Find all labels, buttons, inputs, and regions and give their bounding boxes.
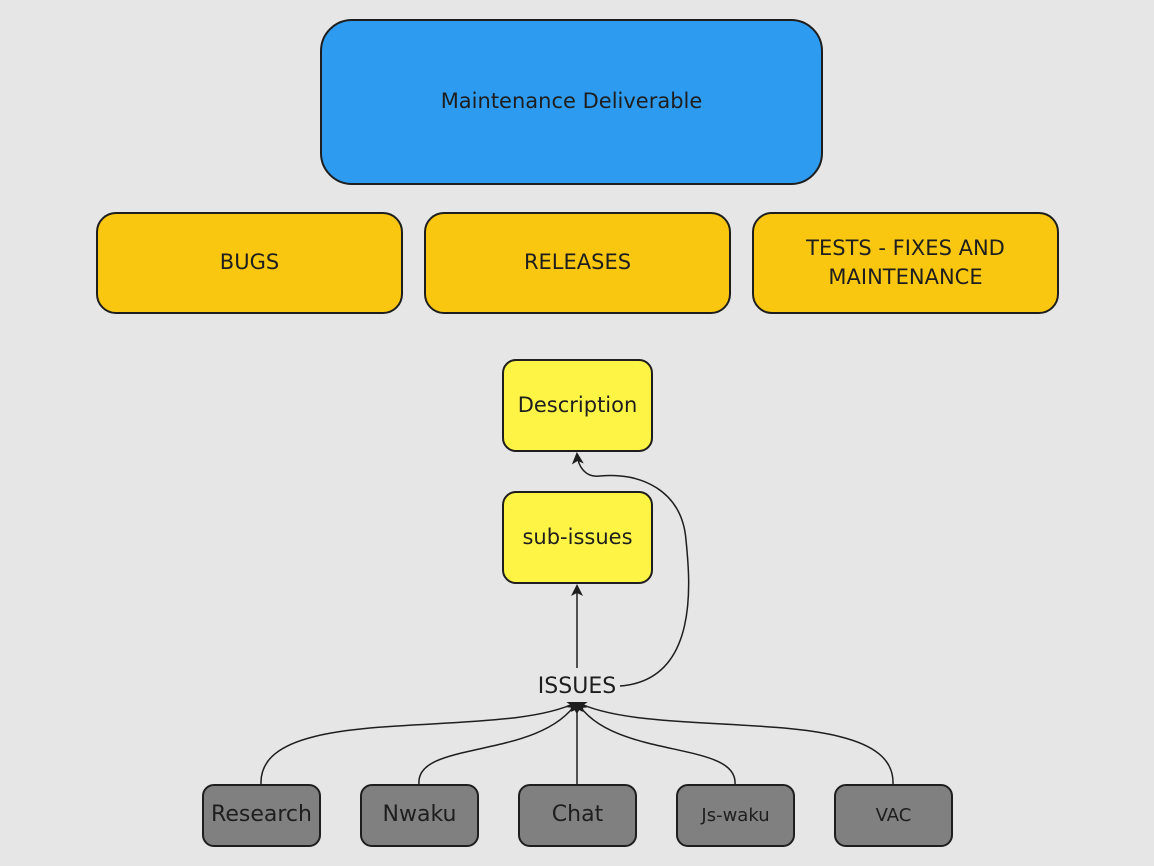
issues-label[interactable]: ISSUES [534,670,620,702]
source-vac-node[interactable]: VAC [834,784,953,847]
source-vac-label: VAC [875,804,912,826]
bugs-label: BUGS [219,250,280,275]
bugs-node[interactable]: BUGS [96,212,403,314]
source-nwaku-label: Nwaku [382,802,457,828]
source-chat-label: Chat [551,802,604,828]
releases-node[interactable]: RELEASES [424,212,731,314]
releases-label: RELEASES [523,250,632,275]
source-research-label: Research [211,802,312,828]
arrow-research-to-issues [260,701,579,785]
source-research-node[interactable]: Research [202,784,321,847]
source-js-waku-label: Js-waku [701,804,770,826]
sub-issues-label: sub-issues [522,524,633,549]
description-node[interactable]: Description [502,359,653,452]
source-chat-node[interactable]: Chat [518,784,637,847]
tests-fixes-maintenance-node[interactable]: TESTS - FIXES AND MAINTENANCE [752,212,1059,314]
arrow-vac-to-issues [575,701,894,785]
arrow-issues-to-description [571,452,690,687]
maintenance-deliverable-label: Maintenance Deliverable [440,89,703,114]
sub-issues-node[interactable]: sub-issues [502,491,653,584]
source-nwaku-node[interactable]: Nwaku [360,784,479,847]
tests-fixes-maintenance-label: TESTS - FIXES AND MAINTENANCE [806,235,1005,289]
arrow-nwaku-to-issues [418,700,579,785]
maintenance-deliverable-node[interactable]: Maintenance Deliverable [320,19,823,185]
description-label: Description [517,392,638,417]
arrow-jswaku-to-issues [575,700,736,785]
source-js-waku-node[interactable]: Js-waku [676,784,795,847]
